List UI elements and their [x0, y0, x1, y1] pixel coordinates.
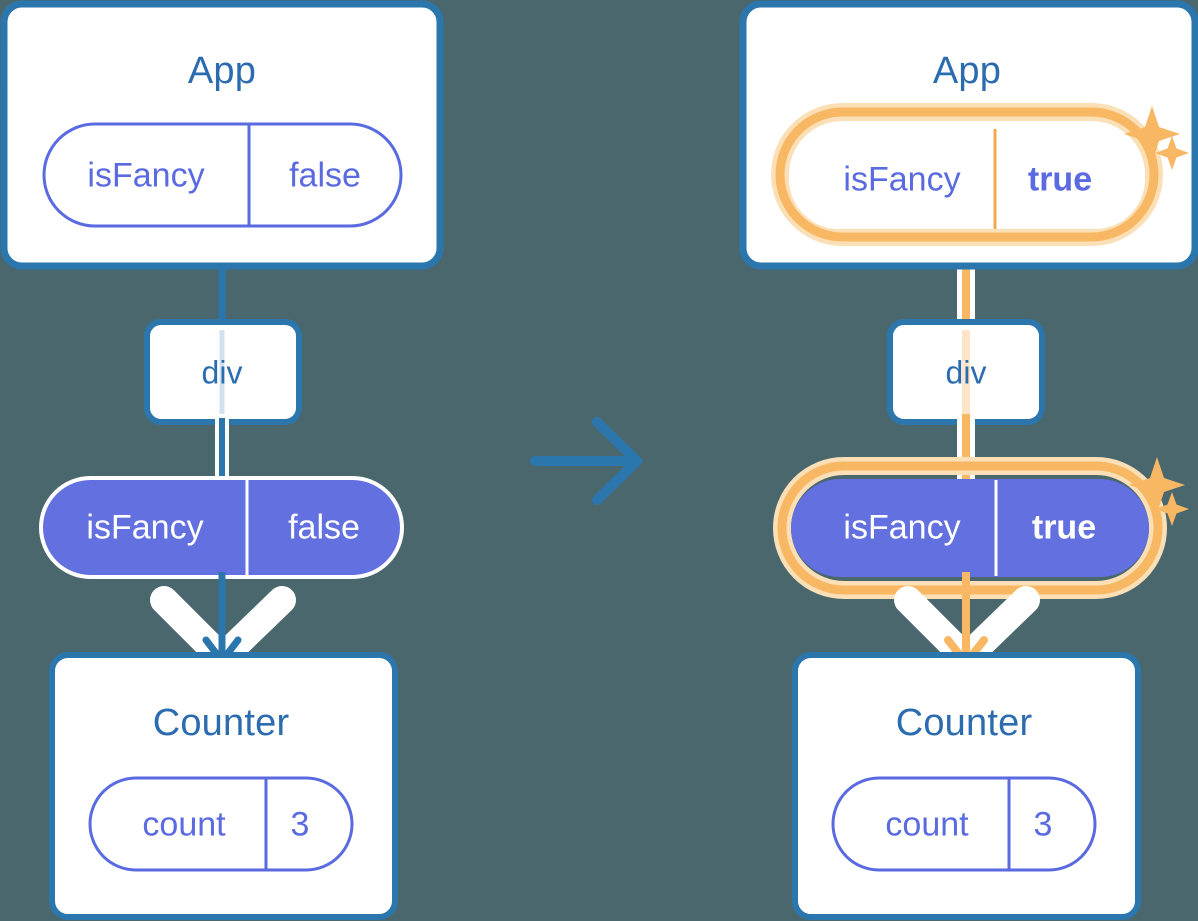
left-app-title: App: [187, 50, 257, 92]
left-counter-state-value: 3: [290, 805, 310, 844]
right-app-state-pill-highlight: [775, 107, 1159, 242]
right-prop-sparkles-icon: [1129, 457, 1189, 526]
right-counter-state-pill: [831, 776, 1097, 872]
right-div-label: div: [945, 354, 987, 391]
right-counter-title: Counter: [895, 702, 1033, 744]
right-prop-pill-value: true: [1031, 508, 1097, 547]
right-counter-state-value: 3: [1033, 805, 1053, 844]
right-app-sparkles-icon: [1124, 106, 1189, 170]
right-counter-state-name: count: [885, 805, 969, 844]
left-counter-title: Counter: [152, 702, 290, 744]
right-app-state-value: true: [1027, 160, 1093, 199]
transition-arrow-icon: [530, 417, 642, 505]
right-app-state-name: isFancy: [843, 160, 961, 199]
right-prop-pill-name: isFancy: [843, 508, 961, 547]
left-app-state-pill: [42, 122, 403, 228]
left-prop-pill-name: isFancy: [86, 508, 204, 547]
left-div-label: div: [201, 354, 243, 391]
left-app-state-value: false: [289, 156, 361, 195]
left-counter-state-pill: [88, 776, 354, 872]
left-app-state-name: isFancy: [87, 156, 205, 195]
left-counter-state-name: count: [142, 805, 226, 844]
right-prop-pill: [791, 479, 1149, 577]
right-app-state-pill: [789, 129, 1145, 229]
left-prop-pill-value: false: [288, 508, 360, 547]
right-app-title: App: [932, 50, 1002, 92]
